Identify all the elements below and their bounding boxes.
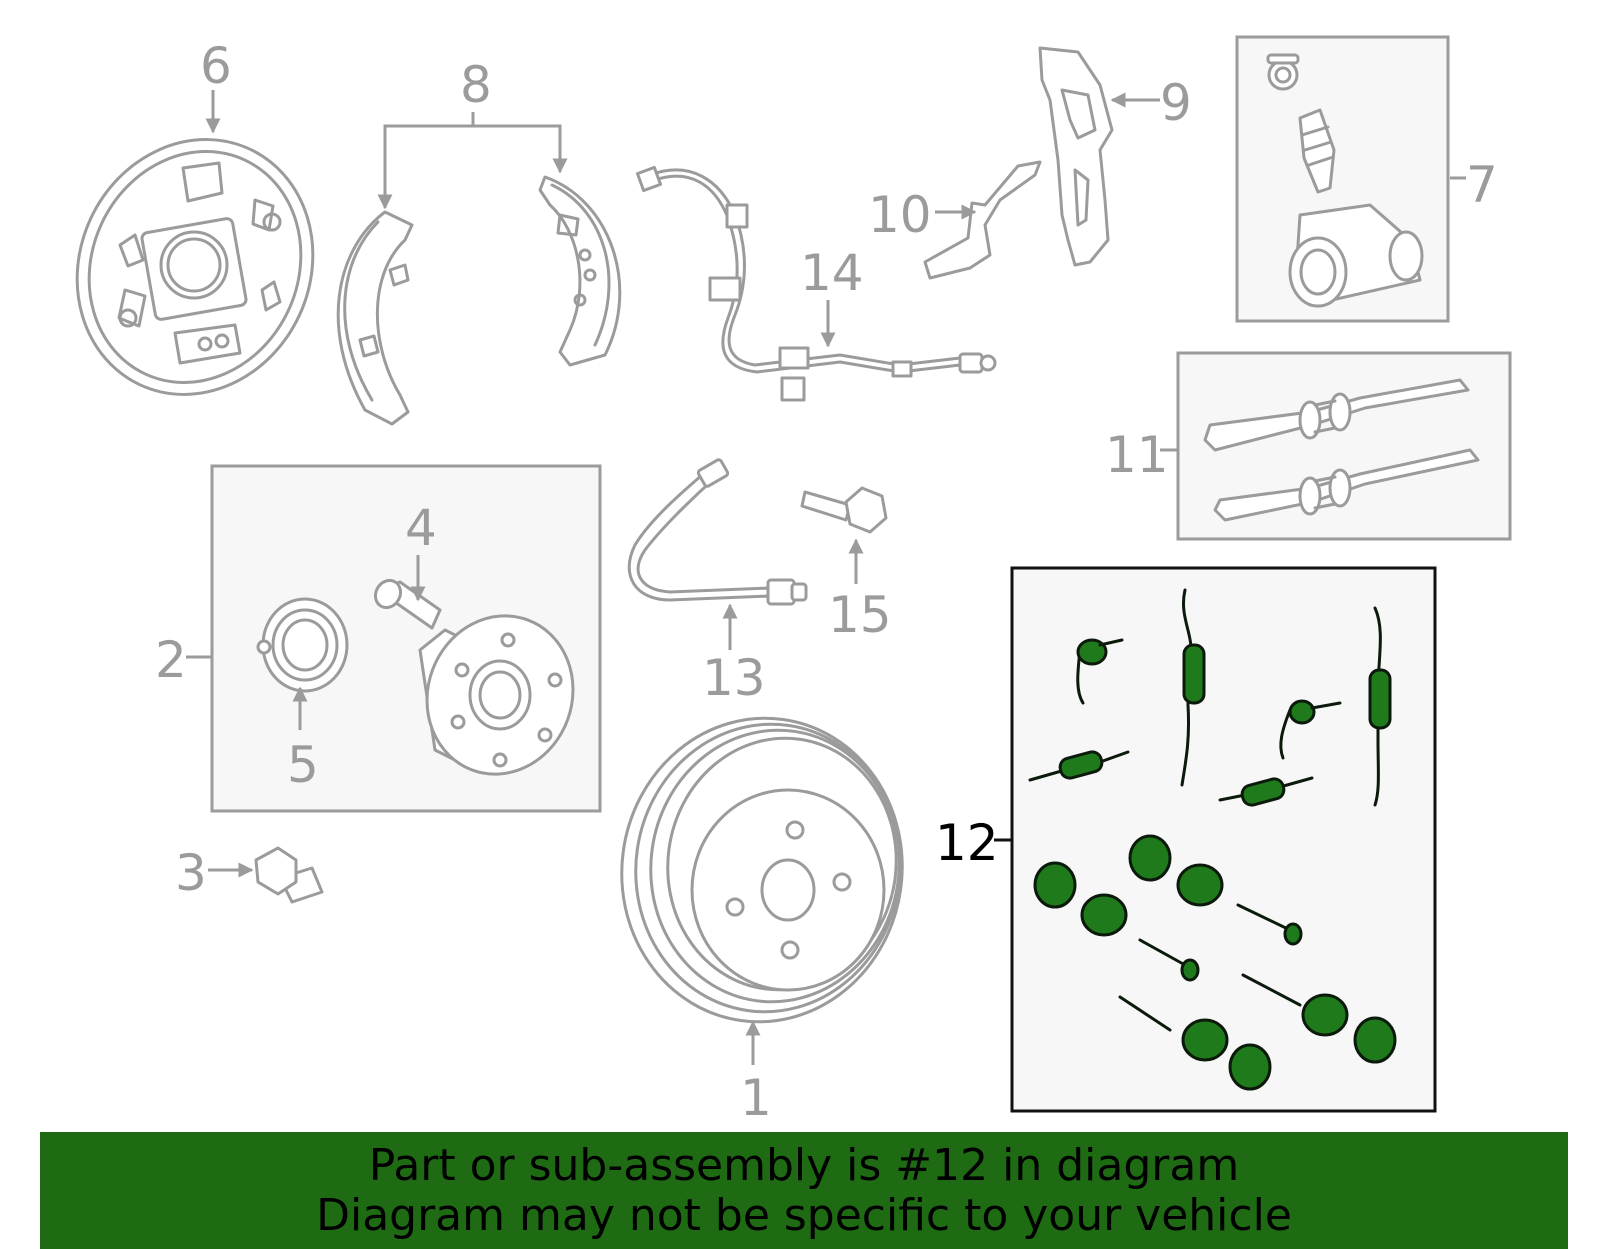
callout-9: 9 — [1160, 74, 1192, 132]
info-banner: Part or sub-assembly is #12 in diagram D… — [40, 1132, 1568, 1249]
abs-sensor-wire — [635, 165, 997, 402]
backing-plate — [75, 138, 315, 396]
sensor-bracket — [923, 160, 1042, 280]
brake-drum — [620, 716, 904, 1024]
brake-hose — [627, 458, 808, 606]
leader-8 — [383, 124, 568, 205]
brake-shoes — [336, 175, 622, 426]
brake-bracket — [1038, 46, 1114, 267]
axle-hub — [418, 614, 575, 776]
callout-11: 11 — [1105, 426, 1169, 484]
callout-1: 1 — [740, 1069, 772, 1127]
bolt-15 — [800, 486, 888, 534]
callout-6: 6 — [200, 37, 232, 95]
callout-5: 5 — [287, 736, 319, 794]
bearing — [256, 597, 349, 693]
banner-line-part: Part or sub-assembly is #12 in diagram — [368, 1139, 1240, 1191]
callout-4: 4 — [405, 499, 437, 557]
callout-3: 3 — [175, 844, 207, 902]
callout-14: 14 — [800, 244, 864, 302]
adjuster-assemblies — [1203, 378, 1480, 522]
callout-13: 13 — [702, 649, 766, 707]
callout-7: 7 — [1466, 156, 1498, 214]
hub-bolt — [373, 578, 442, 630]
shoe-hardware-kit — [1028, 588, 1397, 1091]
wheel-cylinder — [1266, 53, 1424, 308]
callout-12: 12 — [935, 814, 999, 872]
bolt-3 — [254, 846, 324, 904]
callout-10: 10 — [868, 186, 932, 244]
callout-15: 15 — [828, 586, 892, 644]
banner-line-disclaimer: Diagram may not be specific to your vehi… — [316, 1189, 1292, 1241]
callout-8: 8 — [460, 56, 492, 114]
callout-2: 2 — [155, 631, 187, 689]
